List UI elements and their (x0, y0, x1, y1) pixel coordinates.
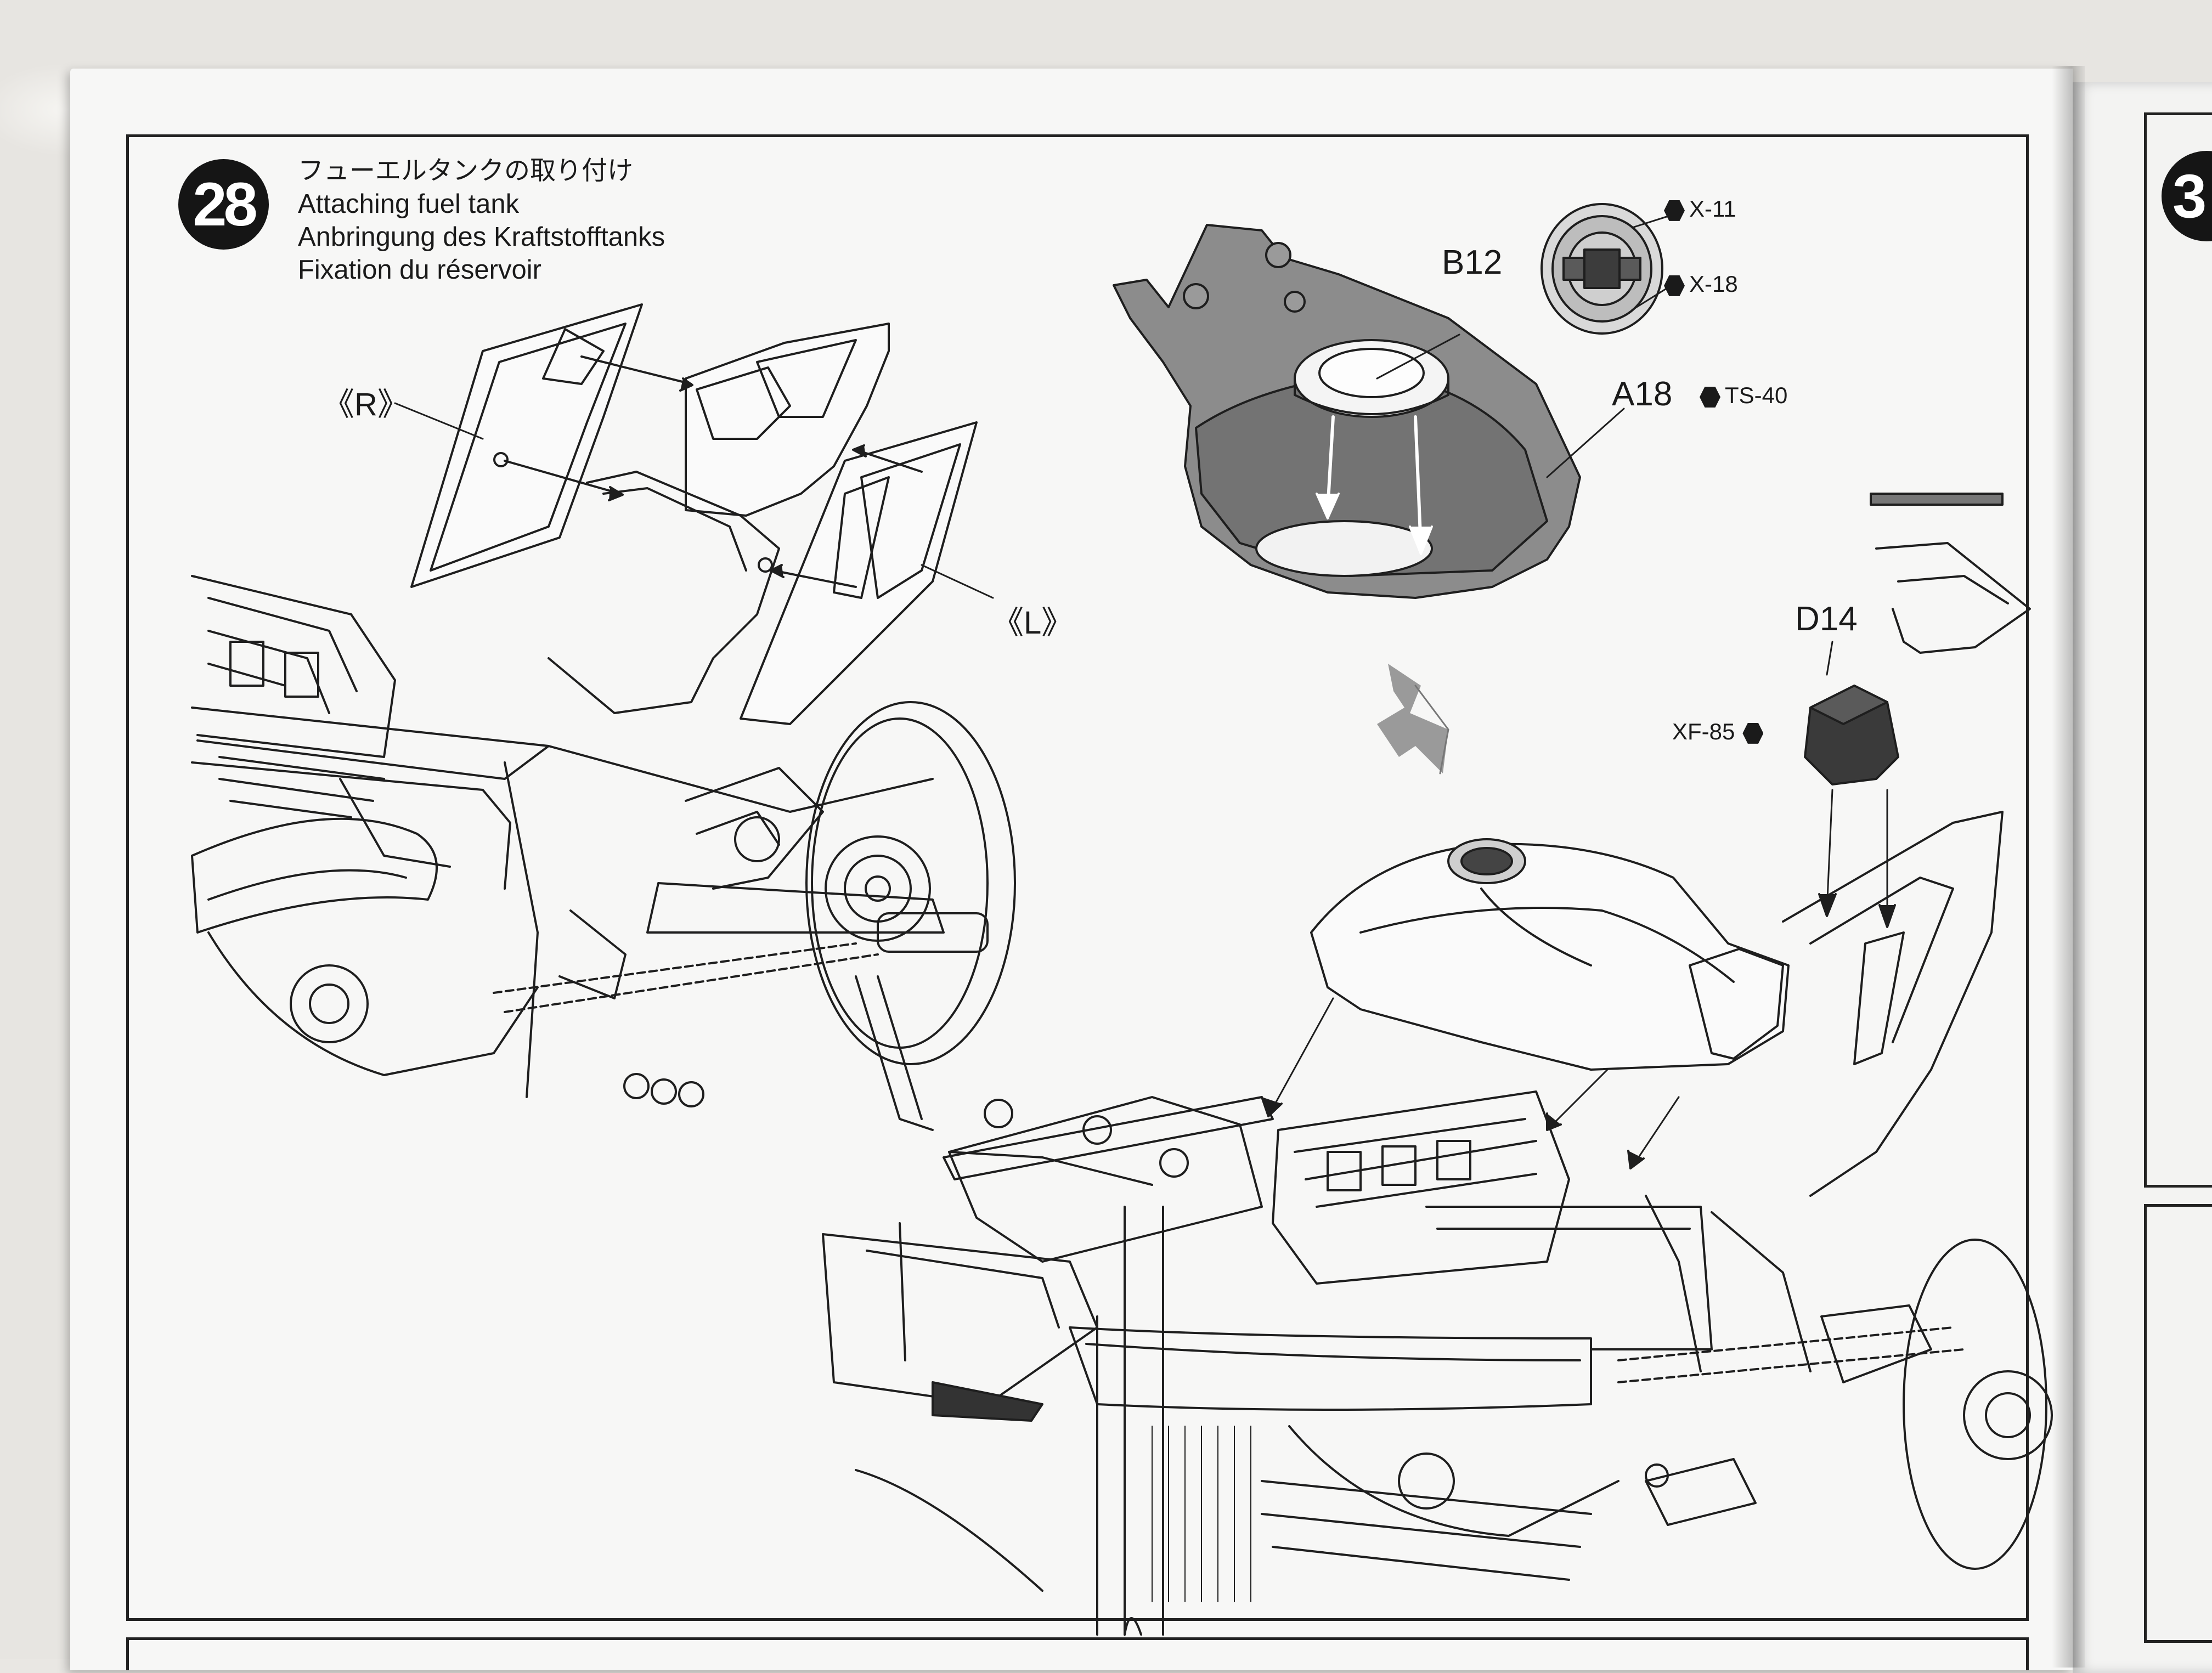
paint-hex-icon (1664, 275, 1685, 296)
step-panel (126, 134, 2029, 1621)
upper-fairing-drawing (394, 303, 994, 725)
next-step-panel-lower (2144, 1204, 2212, 1643)
paint-ts40: TS-40 (1700, 382, 1787, 409)
fuel-tank-drawing (1261, 838, 1790, 1169)
paint-xf85: XF-85 (1672, 719, 1768, 745)
paint-hex-icon (1700, 386, 1720, 408)
next-step-panel (2144, 112, 2212, 1188)
part-label-a18: A18 (1612, 375, 1673, 413)
right-page (2073, 82, 2212, 1673)
paint-x18: X-18 (1664, 271, 1738, 297)
title-english: Attaching fuel tank (298, 189, 520, 219)
page-gutter (2052, 66, 2085, 1668)
step-titles: フューエルタンクの取り付け Attaching fuel tank Anbrin… (298, 155, 665, 286)
d14-part-drawing (1804, 493, 2031, 928)
bottom-step-panel (126, 1637, 2029, 1670)
fuel-tank-cap-drawing (1541, 203, 1680, 335)
title-french: Fixation du réservoir (298, 255, 541, 285)
part-label-b12: B12 (1442, 244, 1503, 281)
side-label-left: 《L》 (992, 605, 1074, 641)
side-label-right: 《R》 (323, 387, 409, 422)
title-german: Anbringung des Kraftstofftanks (298, 222, 665, 252)
part-label-d14: D14 (1795, 600, 1858, 638)
paint-hex-icon (1742, 722, 1764, 744)
left-page (70, 69, 2073, 1670)
assembly-direction-arrow (1377, 664, 1449, 775)
paint-x11: X-11 (1664, 196, 1736, 222)
title-japanese: フューエルタンクの取り付け (298, 156, 633, 186)
paint-hex-icon (1664, 200, 1685, 221)
tank-inner-shell-drawing (1113, 224, 1625, 599)
step-number-badge: 28 (178, 159, 269, 250)
motorcycle-left-drawing (191, 575, 1016, 1131)
motorcycle-right-drawing (822, 811, 2053, 1636)
